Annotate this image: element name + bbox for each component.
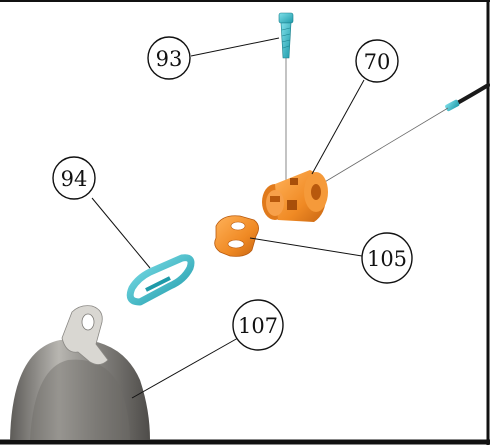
callout-107-label: 107 <box>238 314 278 338</box>
screw-icon <box>278 12 294 184</box>
callout-93: 93 <box>147 36 191 80</box>
callout-105-label: 105 <box>367 247 407 271</box>
callout-70: 70 <box>355 39 399 83</box>
callout-94: 94 <box>52 156 96 200</box>
cylinder-clamp-icon <box>262 170 328 222</box>
callout-105: 105 <box>361 232 413 284</box>
callout-107: 107 <box>232 299 284 351</box>
leader-lines <box>91 37 365 399</box>
callout-94-label: 94 <box>61 167 88 191</box>
callout-93-label: 93 <box>156 47 183 71</box>
clip-icon <box>126 254 195 306</box>
plate-icon <box>214 215 259 257</box>
cable-icon <box>317 82 490 187</box>
tube-bracket-icon <box>10 305 150 440</box>
callout-70-label: 70 <box>364 50 391 74</box>
